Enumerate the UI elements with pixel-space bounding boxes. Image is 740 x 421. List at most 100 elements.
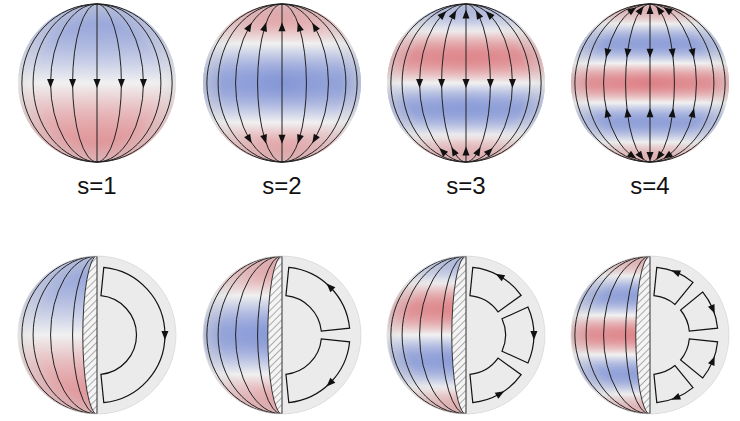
flow-arrowhead xyxy=(312,134,320,144)
flow-arrowhead xyxy=(476,10,483,20)
field-line xyxy=(97,4,143,162)
circulation-loop xyxy=(286,339,350,403)
circulation-loop xyxy=(681,292,718,331)
flow-arrowhead xyxy=(94,79,101,88)
flow-arrowhead xyxy=(605,48,612,58)
field-line xyxy=(258,256,282,414)
flow-arrowhead xyxy=(627,151,636,159)
flow-arrowhead xyxy=(312,23,320,33)
flow-arrowhead xyxy=(47,79,54,88)
flow-arrowhead xyxy=(671,270,681,277)
field-line xyxy=(97,4,172,162)
field-line xyxy=(402,4,466,162)
sphere-shading xyxy=(18,256,176,414)
cut-sphere xyxy=(203,256,361,414)
flow-arrowhead xyxy=(647,108,654,117)
sphere-outline xyxy=(18,256,176,414)
flow-arrowhead xyxy=(530,331,537,340)
field-line xyxy=(258,4,282,162)
flow-arrowhead xyxy=(656,6,664,15)
flow-arrowhead xyxy=(664,151,673,159)
field-line xyxy=(604,256,650,414)
flow-arrowhead xyxy=(689,48,696,58)
sphere-surface xyxy=(387,4,545,162)
flow-arrowhead xyxy=(437,11,446,20)
field-line xyxy=(575,256,650,414)
flow-arrowhead xyxy=(463,146,470,155)
flow-arrowhead xyxy=(449,10,456,20)
circulation-loop xyxy=(654,267,693,304)
flow-arrowhead xyxy=(69,79,76,88)
field-line xyxy=(650,4,725,162)
surface-sphere xyxy=(203,4,361,162)
field-line xyxy=(391,256,466,414)
sphere-surface xyxy=(18,256,176,414)
field-line xyxy=(282,4,306,162)
cut-plane xyxy=(282,256,361,414)
field-line xyxy=(626,4,650,162)
circulation-loop xyxy=(470,358,521,403)
flow-arrowhead xyxy=(635,6,643,15)
cut-sphere xyxy=(18,256,176,414)
flow-arrowhead xyxy=(439,148,448,157)
mode-label: s=3 xyxy=(411,172,521,200)
flow-arrowhead xyxy=(496,274,506,282)
circulation-loop xyxy=(286,267,350,331)
flow-arrowhead xyxy=(327,283,336,292)
sphere-outline xyxy=(203,256,361,414)
flow-arrowhead xyxy=(669,108,676,117)
sphere-surface xyxy=(571,4,729,162)
sphere-shading xyxy=(387,4,545,162)
flow-arrowhead xyxy=(244,134,252,144)
sphere-shading xyxy=(571,4,729,162)
field-line xyxy=(33,256,97,414)
field-line xyxy=(236,4,282,162)
field-line xyxy=(22,256,97,414)
sphere-shading xyxy=(203,4,361,162)
flow-arrowhead xyxy=(647,5,654,14)
flow-arrowhead xyxy=(416,79,423,88)
field-line xyxy=(73,4,97,162)
field-line xyxy=(282,4,328,162)
field-line xyxy=(236,256,282,414)
cut-plane xyxy=(466,256,545,414)
flow-arrowhead xyxy=(297,134,304,144)
flow-arrowhead xyxy=(647,152,654,161)
field-line xyxy=(218,4,282,162)
circulation-cells xyxy=(470,267,537,402)
flow-arrowhead xyxy=(244,23,252,33)
field-line xyxy=(22,4,97,162)
field-line xyxy=(97,4,121,162)
cut-sphere xyxy=(387,256,545,414)
field-line xyxy=(420,4,466,162)
flow-arrowhead xyxy=(509,79,516,88)
field-line xyxy=(420,256,466,414)
flow-arrowhead xyxy=(708,304,715,314)
field-line xyxy=(282,4,357,162)
mode-label: s=2 xyxy=(227,172,337,200)
flow-arrowhead xyxy=(635,151,643,160)
field-line xyxy=(650,4,674,162)
sphere-shading xyxy=(387,256,545,414)
field-line xyxy=(650,4,651,162)
mode-label: s=1 xyxy=(42,172,152,200)
field-line xyxy=(442,256,466,414)
flow-arrowhead xyxy=(140,79,147,88)
mode-label: s=4 xyxy=(595,172,705,200)
field-line xyxy=(51,4,97,162)
field-line xyxy=(604,4,650,162)
flow-arrowhead xyxy=(279,22,286,31)
field-line xyxy=(207,4,282,162)
field-line xyxy=(218,256,282,414)
cut-plane xyxy=(650,256,729,414)
flow-arrowhead xyxy=(473,147,480,157)
circulation-cells xyxy=(654,267,718,402)
flow-arrowhead xyxy=(647,49,654,58)
flow-arrowhead xyxy=(664,7,673,15)
flow-arrowhead xyxy=(671,393,681,400)
circulation-cells xyxy=(101,267,168,402)
flow-arrowhead xyxy=(260,22,267,32)
flow-arrowhead xyxy=(624,108,631,117)
field-line xyxy=(33,4,97,162)
